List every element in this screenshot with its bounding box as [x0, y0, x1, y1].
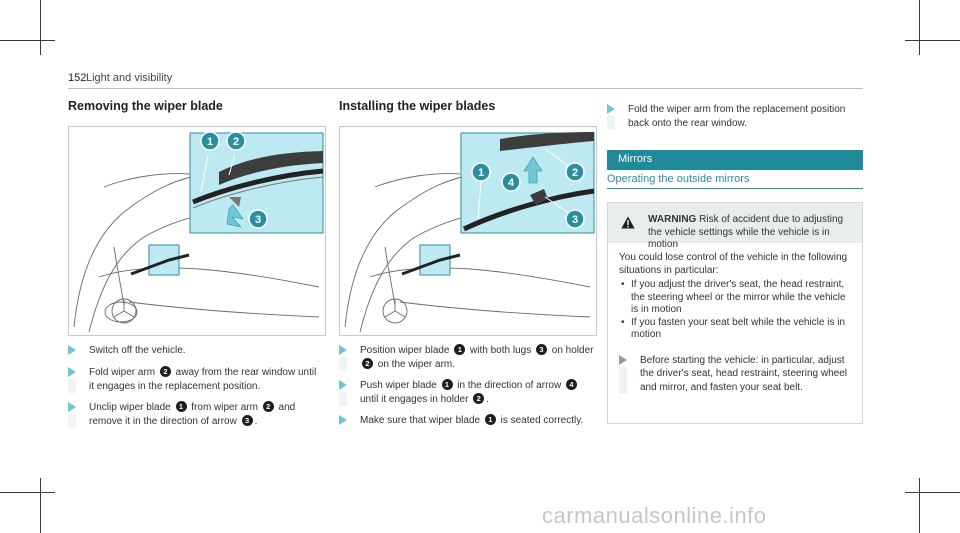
callout-1-icon: 1 [454, 344, 466, 355]
callout-3-icon: 3 [248, 209, 268, 229]
removing-heading: Removing the wiper blade [68, 99, 223, 113]
step-arrow-icon [68, 345, 76, 355]
crop-mark [919, 478, 920, 533]
step-arrow-icon [339, 415, 347, 425]
removing-step-1: Switch off the vehicle. [68, 344, 324, 358]
svg-text:2: 2 [572, 167, 578, 179]
warning-box: WARNING Risk of accident due to adjustin… [607, 202, 863, 424]
crop-mark [905, 40, 960, 41]
step-arrow-icon [68, 367, 76, 377]
chapter-title: Light and visibility [86, 72, 173, 84]
installing-step-1: Position wiper blade 1 with both lugs 3 … [339, 344, 595, 371]
crop-mark [0, 492, 55, 493]
subsection-rule [607, 188, 863, 189]
warning-bullet: If you fasten your seat belt while the v… [619, 317, 855, 342]
section-title: Mirrors [618, 153, 653, 165]
svg-text:4: 4 [508, 177, 515, 189]
callout-2-icon: 2 [226, 131, 246, 151]
callout-3-icon: 3 [536, 344, 547, 355]
crop-mark [40, 478, 41, 533]
step-arrow-icon [619, 354, 627, 365]
svg-text:1: 1 [478, 167, 484, 179]
callout-1-icon: 1 [441, 379, 453, 390]
callout-1-icon: 1 [484, 414, 496, 425]
callout-1-icon: 1 [200, 131, 220, 151]
subsection-title: Operating the outside mirrors [607, 173, 750, 185]
installing-step-3: Make sure that wiper blade 1 is seated c… [339, 414, 595, 428]
callout-4-icon: 4 [501, 172, 521, 192]
removing-step-2: Fold wiper arm 2 away from the rear wind… [68, 366, 324, 393]
installing-heading: Installing the wiper blades [339, 99, 496, 113]
callout-2-icon: 2 [565, 162, 585, 182]
warning-triangle-icon [621, 216, 635, 229]
callout-3-icon: 3 [565, 209, 585, 229]
crop-mark [0, 40, 55, 41]
crop-mark [919, 0, 920, 55]
crop-mark [905, 492, 960, 493]
section-bar-mirrors: Mirrors [607, 150, 863, 170]
warning-label: WARNING [648, 214, 697, 225]
callout-2-icon: 2 [362, 357, 373, 369]
fold-back-step: Fold the wiper arm from the replacement … [607, 103, 863, 130]
crop-mark [40, 0, 41, 55]
callout-4-icon: 4 [566, 379, 577, 390]
step-arrow-icon [607, 104, 615, 114]
warning-bullet: If you adjust the driver's seat, the hea… [619, 279, 855, 317]
callout-2-icon: 2 [262, 401, 274, 412]
removing-step-3: Unclip wiper blade 1 from wiper arm 2 an… [68, 401, 324, 428]
warning-intro: You could lose control of the vehicle in… [619, 252, 848, 276]
svg-text:3: 3 [572, 214, 578, 226]
callout-3-icon: 3 [241, 414, 253, 426]
callout-2-icon: 2 [473, 392, 485, 404]
header-rule [68, 88, 863, 89]
callout-1-icon: 1 [175, 401, 187, 412]
svg-text:2: 2 [233, 136, 239, 148]
page-number: 152 [68, 72, 87, 84]
warning-body: You could lose control of the vehicle in… [619, 252, 855, 394]
warning-header: WARNING Risk of accident due to adjustin… [608, 203, 862, 250]
installing-step-2: Push wiper blade 1 in the direction of a… [339, 379, 595, 406]
svg-text:1: 1 [207, 136, 213, 148]
figure-removing-wiper: 1 2 3 [68, 126, 326, 336]
svg-text:3: 3 [255, 214, 261, 226]
step-arrow-icon [339, 380, 347, 390]
warning-step: Before starting the vehicle: in particul… [619, 354, 855, 394]
callout-1-icon: 1 [471, 162, 491, 182]
warning-text: Risk of accident due to adjusting the ve… [648, 214, 844, 250]
step-arrow-icon [68, 402, 76, 412]
figure-installing-wiper: 1 2 3 4 [339, 126, 597, 336]
callout-2-icon: 2 [159, 366, 171, 377]
watermark: carmanualsonline.info [542, 503, 767, 528]
step-arrow-icon [339, 345, 347, 355]
